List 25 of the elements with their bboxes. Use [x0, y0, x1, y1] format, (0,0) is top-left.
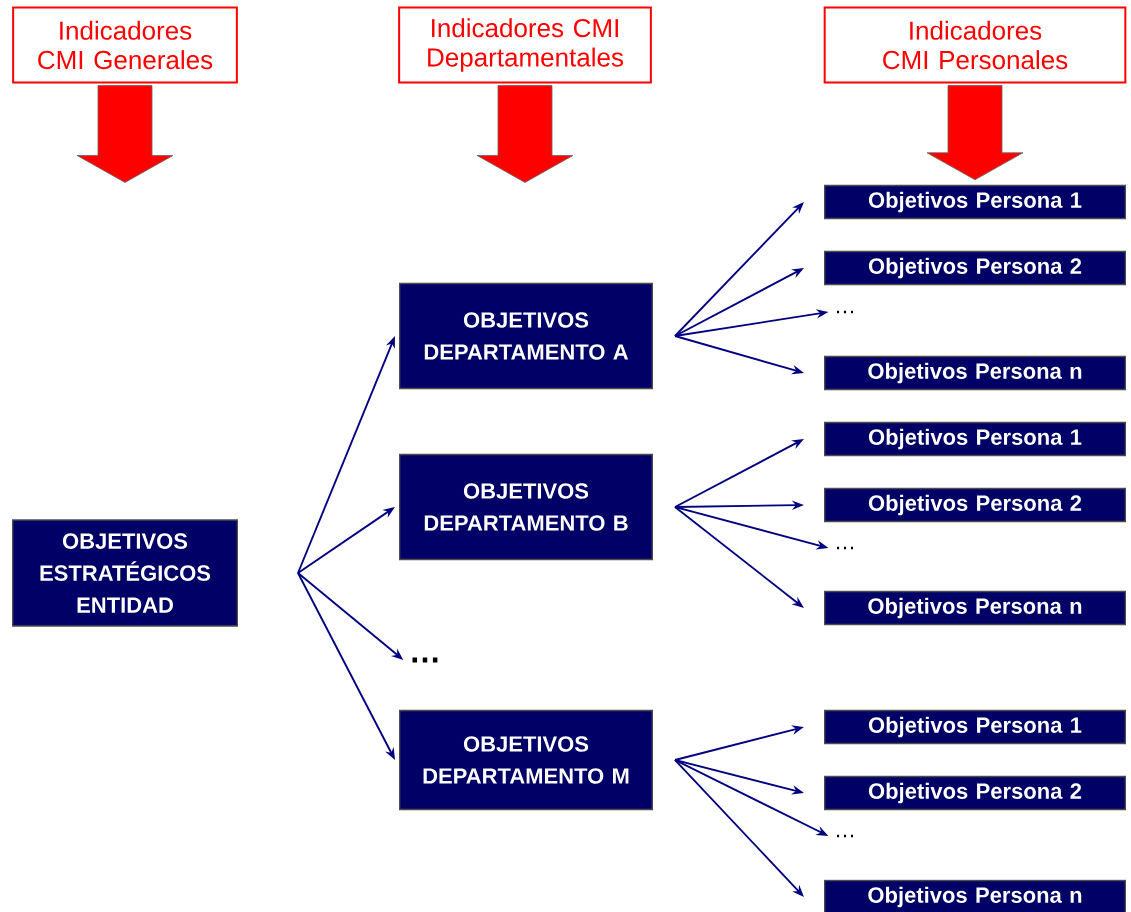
- objective-box: Objetivos Persona 1: [824, 709, 1126, 745]
- objective-box: Objetivos Persona 2: [824, 775, 1126, 811]
- ellipsis: …: [837, 310, 853, 314]
- objective-box: Objetivos Persona n: [824, 590, 1126, 626]
- objective-box: Objetivos Persona 1: [824, 184, 1126, 220]
- header-box: Indicadores CMI Generales: [12, 6, 238, 84]
- block-arrow: [476, 85, 574, 183]
- objective-box: Objetivos Persona n: [824, 355, 1126, 391]
- objective-box: Objetivos Persona 2: [824, 487, 1126, 523]
- arrow: [674, 759, 804, 897]
- ellipsis: …: [837, 834, 853, 838]
- objective-box: Objetivos Persona 1: [824, 421, 1126, 457]
- objective-box: OBJETIVOS DEPARTAMENTO A: [399, 282, 653, 390]
- objective-box: Objetivos Persona 2: [824, 250, 1126, 286]
- header-box: Indicadores CMI Personales: [823, 6, 1127, 84]
- objective-box: Objetivos Persona n: [824, 879, 1126, 912]
- ellipsis: …: [412, 657, 438, 663]
- block-arrow: [76, 85, 174, 183]
- objective-box: OBJETIVOS DEPARTAMENTO M: [399, 709, 653, 811]
- objective-box: OBJETIVOS DEPARTAMENTO B: [399, 453, 653, 561]
- ellipsis: …: [837, 546, 853, 550]
- header-box: Indicadores CMI Departamentales: [398, 6, 652, 84]
- arrow: [674, 202, 804, 337]
- objective-box: OBJETIVOS ESTRATÉGICOS ENTIDAD: [12, 519, 238, 627]
- block-arrow: [926, 85, 1024, 181]
